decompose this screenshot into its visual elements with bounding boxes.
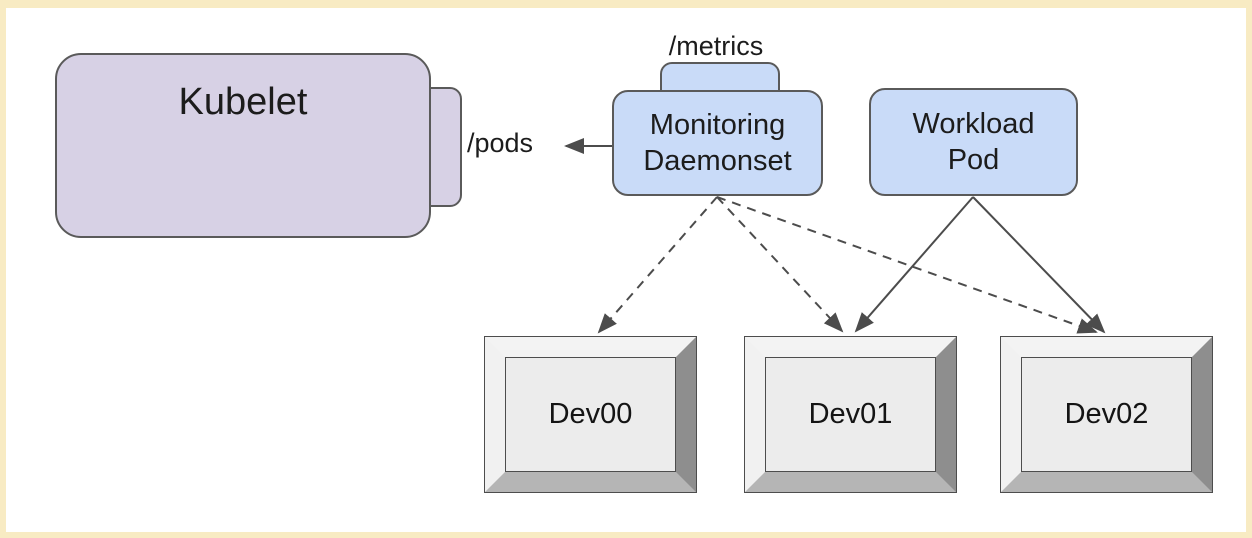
device-node-dev02: Dev02	[1000, 336, 1213, 493]
monitoring-daemonset-label-line1: Monitoring	[649, 109, 786, 141]
device-node-dev00: Dev00	[484, 336, 697, 493]
edge-monitoring-to-dev02	[716, 196, 1098, 334]
pods-endpoint-label: /pods	[466, 128, 534, 158]
monitoring-daemonset-label-line2: Daemonset	[643, 145, 792, 177]
workload-pod-label-line2: Pod	[947, 144, 1000, 176]
device-bevel	[485, 337, 696, 492]
kubelet-node: Kubelet	[55, 53, 431, 238]
device-label: Dev01	[808, 398, 893, 430]
edge-monitoring-to-dev01	[716, 196, 844, 333]
device-label: Dev02	[1064, 398, 1149, 430]
edge-workload-to-dev01	[854, 196, 974, 333]
device-label: Dev00	[548, 398, 633, 430]
device-face: Dev02	[1021, 357, 1192, 472]
device-node-dev01: Dev01	[744, 336, 957, 493]
metrics-endpoint-label: /metrics	[668, 31, 764, 61]
edge-monitoring-to-dev00	[597, 196, 718, 334]
monitoring-daemonset-node: Monitoring Daemonset	[612, 90, 823, 196]
device-bevel	[1001, 337, 1212, 492]
kubelet-label: Kubelet	[178, 81, 308, 123]
edge-workload-to-dev02	[972, 196, 1106, 334]
device-bevel	[745, 337, 956, 492]
workload-pod-node: Workload Pod	[869, 88, 1078, 196]
workload-pod-label-line1: Workload	[912, 108, 1035, 140]
device-face: Dev00	[505, 357, 676, 472]
device-face: Dev01	[765, 357, 936, 472]
